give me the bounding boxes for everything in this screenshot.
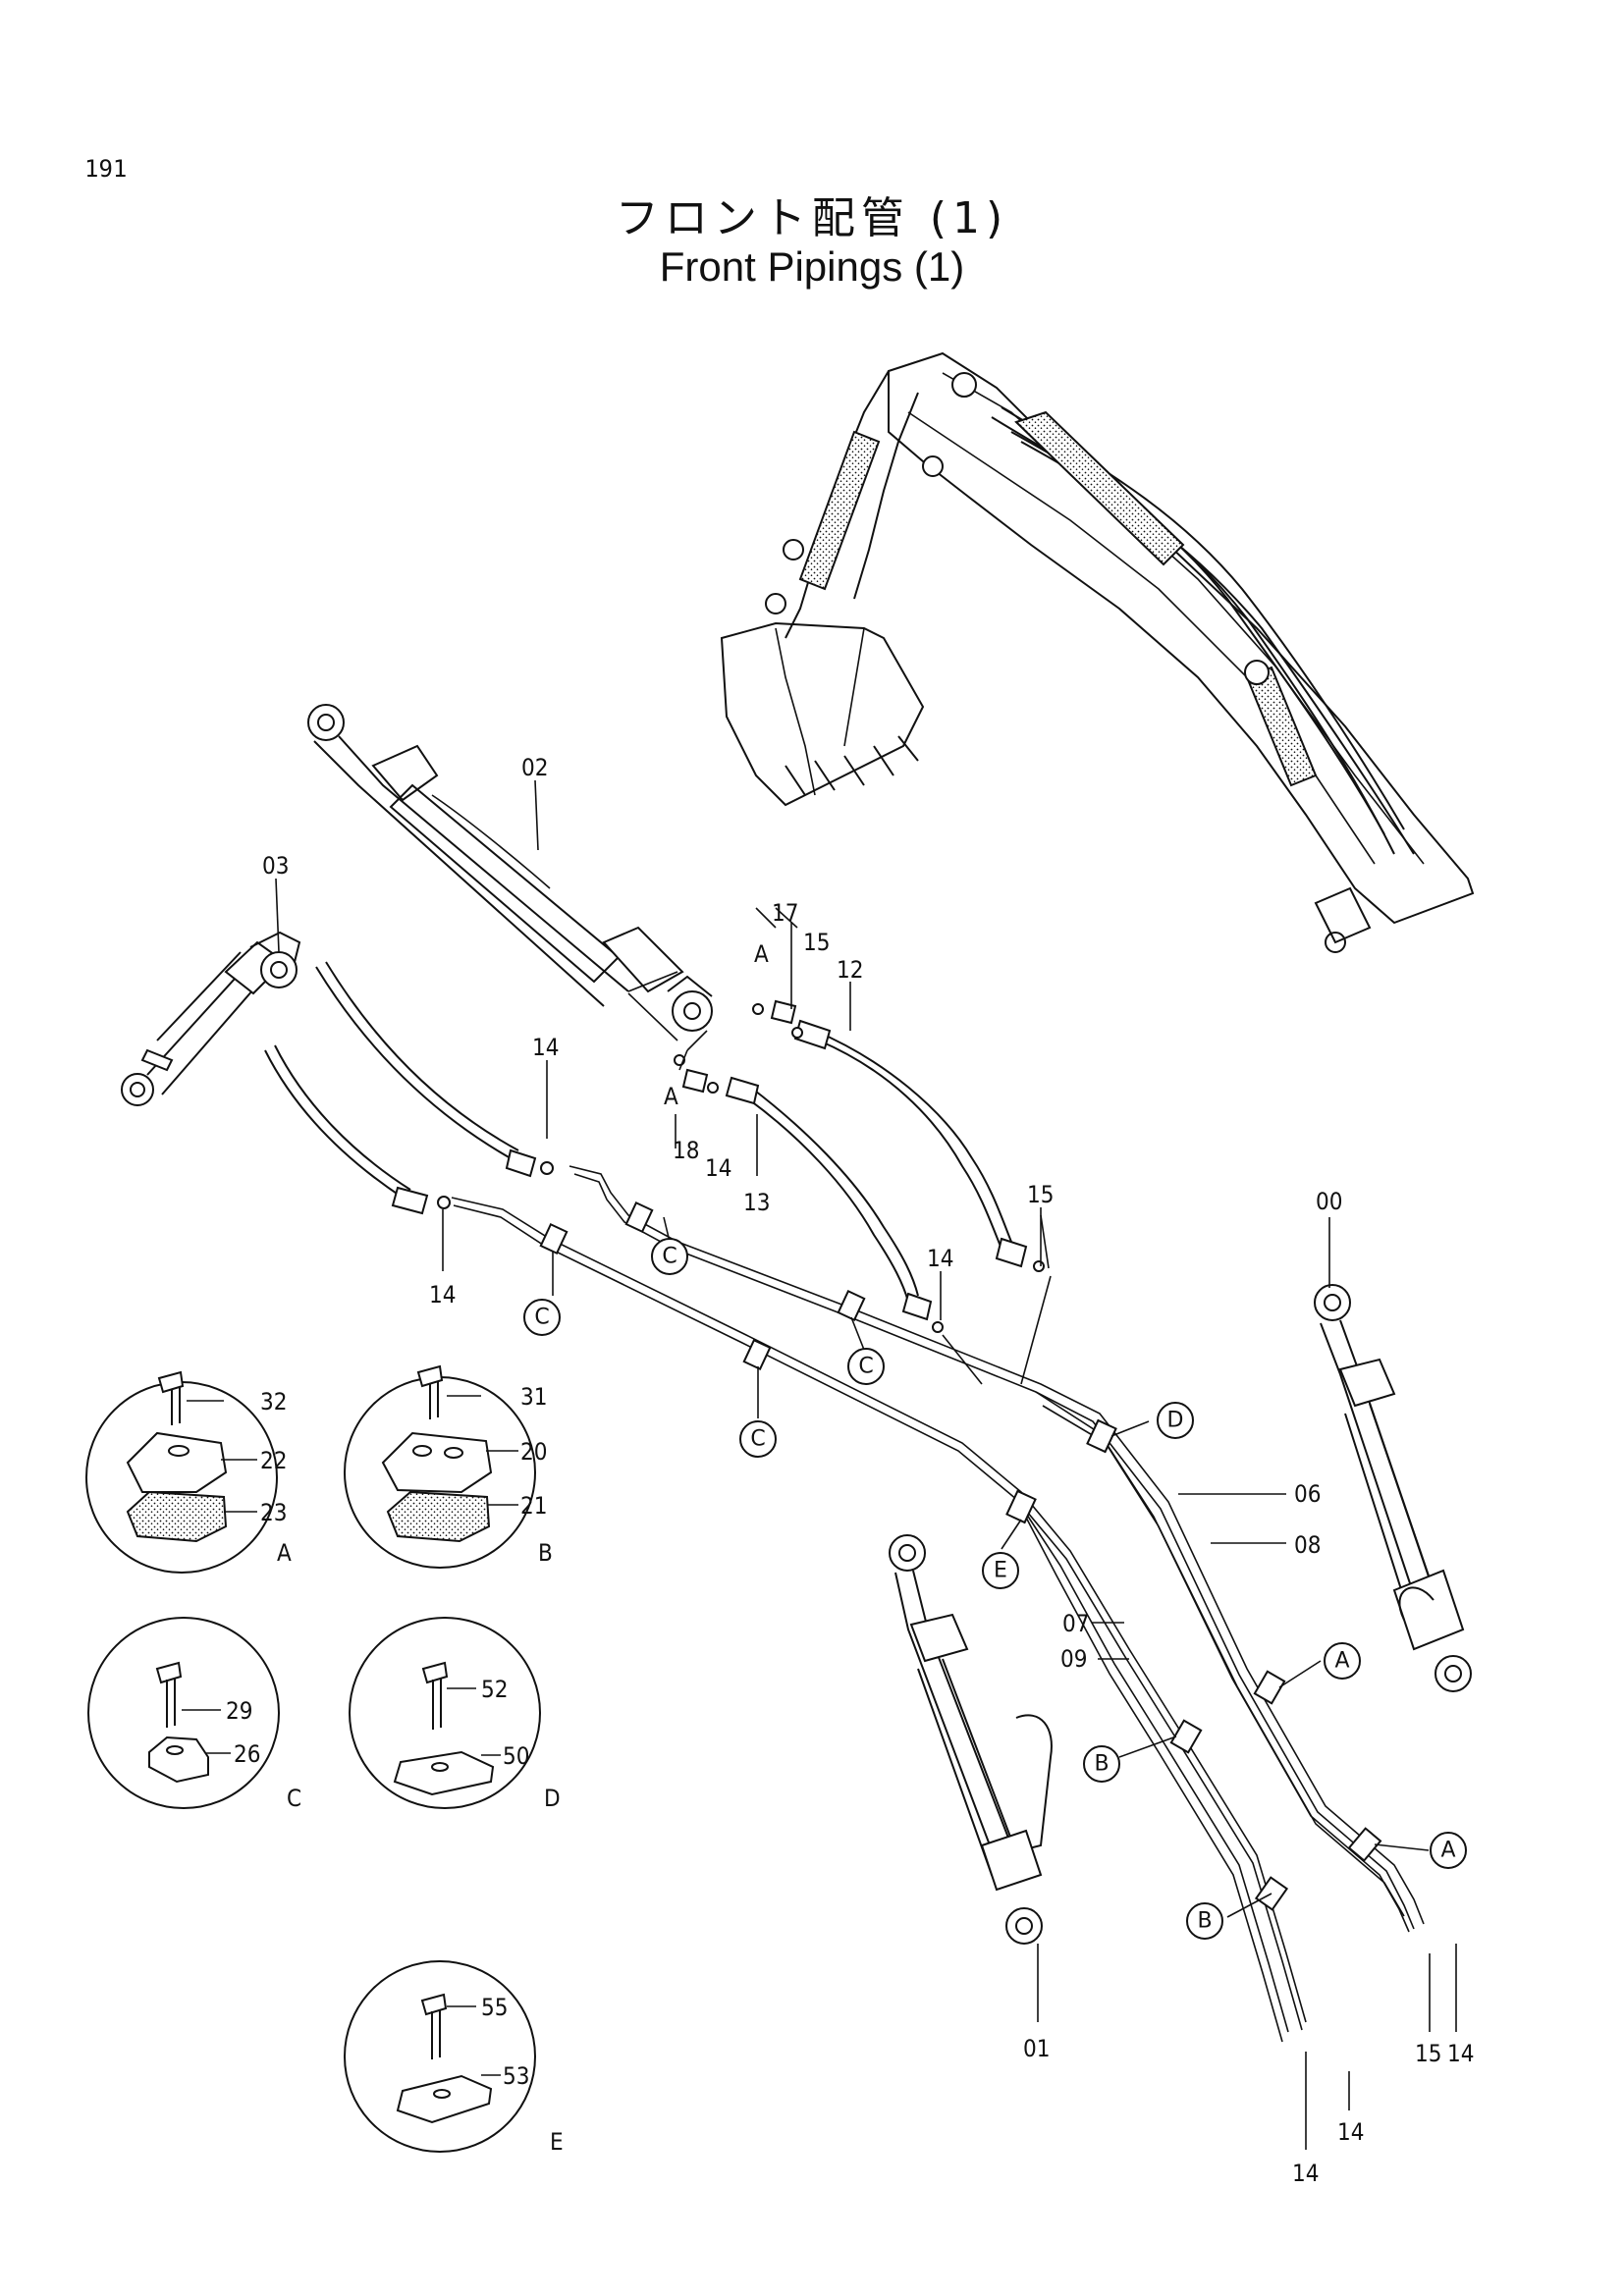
port-label-a: A [664, 1083, 678, 1110]
page-title-japanese: フロント配管 (1) [615, 193, 1009, 243]
callout-15: 15 [803, 929, 830, 956]
steel-pipe-lines [451, 971, 1425, 2043]
page-title-english: Front Pipings (1) [659, 243, 965, 290]
callout-14: 14 [1292, 2160, 1319, 2187]
view-letter: D [544, 1785, 561, 1812]
boom-cylinder-00 [1314, 1284, 1472, 1692]
callout-14: 14 [429, 1281, 456, 1308]
view-letter: A [277, 1539, 292, 1567]
clamp-upper-label: 22 [260, 1447, 287, 1474]
callout-13: 13 [743, 1189, 770, 1216]
clamp-ref-a: A [1334, 1649, 1349, 1674]
hoses-from-cylinder-03 [264, 961, 537, 1215]
callout-12: 12 [837, 956, 863, 984]
bolt-label: 29 [226, 1697, 252, 1725]
callout-numbers: 00 01 02 03 06 07 08 09 12 13 14 14 14 1… [262, 754, 1474, 2187]
excavator-front-illustration [720, 351, 1475, 953]
view-letter: E [550, 2128, 564, 2156]
bucket-cylinder-03 [121, 931, 301, 1106]
callout-14: 14 [1447, 2040, 1474, 2067]
clamp-ref-d: D [1167, 1409, 1184, 1433]
clamp-label: 26 [234, 1740, 260, 1768]
callout-17: 17 [772, 899, 798, 927]
callout-03: 03 [262, 852, 289, 880]
clamp-label: 50 [503, 1742, 529, 1770]
clamp-lower-label: 23 [260, 1499, 287, 1526]
bolt-label: 31 [520, 1383, 547, 1411]
callout-07: 07 [1062, 1610, 1089, 1637]
view-letter: B [538, 1539, 553, 1567]
pipe-clamps [539, 1201, 1382, 1911]
callout-15: 15 [1415, 2040, 1441, 2067]
clamp-ref-a: A [1440, 1839, 1455, 1863]
clamp-ref-c: C [858, 1355, 873, 1379]
fittings [437, 999, 1045, 1333]
callout-14: 14 [1337, 2118, 1364, 2146]
callout-00: 00 [1316, 1188, 1342, 1215]
arm-cylinder-02 [307, 704, 713, 1032]
clamp-ref-circles: C C C C D E A B A B [523, 1238, 1467, 1940]
detail-view-a: 32 22 23 A [85, 1370, 292, 1574]
clamp-ref-b: B [1094, 1752, 1109, 1777]
callout-08: 08 [1294, 1531, 1321, 1559]
bolt-label: 55 [481, 1994, 508, 2021]
boom-cylinder-01 [889, 1534, 1053, 1945]
clamp-ref-leaders [552, 1216, 1430, 1918]
clamp-ref-e: E [994, 1559, 1007, 1583]
clamp-ref-c: C [662, 1245, 677, 1269]
callout-14: 14 [705, 1154, 731, 1182]
callout-09: 09 [1060, 1645, 1087, 1673]
callout-14: 14 [532, 1034, 559, 1061]
callout-15: 15 [1027, 1181, 1054, 1208]
clamp-lower-label: 21 [520, 1492, 547, 1520]
view-letter: C [287, 1785, 301, 1812]
callout-leaders [275, 779, 1457, 2150]
clamp-ref-b: B [1197, 1909, 1212, 1934]
clamp-label: 53 [503, 2062, 529, 2090]
callout-14: 14 [927, 1245, 953, 1272]
port-label-a: A [754, 940, 769, 968]
bolt-label: 52 [481, 1676, 508, 1703]
detail-view-e: 55 53 E [344, 1960, 564, 2156]
detail-view-c: 29 26 C [87, 1617, 301, 1812]
clamp-ref-c: C [534, 1306, 549, 1330]
clamp-ref-c: C [750, 1427, 765, 1452]
callout-02: 02 [521, 754, 548, 781]
callout-06: 06 [1294, 1480, 1321, 1508]
bolt-label: 32 [260, 1388, 287, 1415]
page-number: 191 [84, 155, 128, 183]
callout-18: 18 [673, 1137, 699, 1164]
clamp-upper-label: 20 [520, 1438, 547, 1466]
callout-01: 01 [1023, 2035, 1050, 2062]
detail-view-d: 52 50 D [349, 1617, 561, 1812]
detail-view-b: 31 20 21 B [344, 1364, 553, 1569]
